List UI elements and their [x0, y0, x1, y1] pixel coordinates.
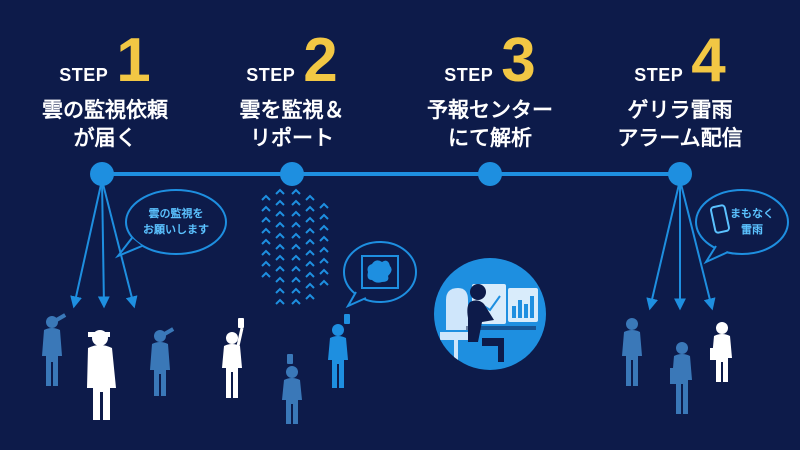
chevron-up-icon	[305, 282, 315, 289]
step-1-title-line1: 雲の監視依頼	[42, 98, 168, 122]
chevron-up-icon	[291, 287, 301, 294]
chevron-up-icon	[291, 254, 301, 261]
chevron-up-icon	[305, 260, 315, 267]
step-3-title-line1: 予報センター	[427, 98, 553, 122]
request-bubble-line1: 雲の監視を	[148, 207, 204, 220]
step-4-title-line1: ゲリラ雷雨	[627, 98, 733, 122]
timeline-node-4	[668, 162, 692, 186]
chevron-up-icon	[305, 238, 315, 245]
chevron-up-icon	[261, 260, 271, 267]
chevron-up-icon	[261, 216, 271, 223]
chevron-up-icon	[291, 221, 301, 228]
chevron-up-icon	[275, 276, 285, 283]
chevron-up-icon	[319, 279, 329, 286]
analyst-monitor-icon	[434, 258, 546, 370]
alert-arrows	[646, 179, 716, 311]
chevron-up-icon	[275, 199, 285, 206]
chevron-up-icon	[305, 194, 315, 201]
chevron-up-icon	[305, 216, 315, 223]
chevron-up-icon	[319, 268, 329, 275]
chevron-up-icon	[275, 188, 285, 195]
chevron-up-icon	[291, 276, 301, 283]
report-chevrons	[261, 188, 329, 305]
request-bubble-line2: お願いします	[143, 223, 209, 236]
step-3-title-line2: にて解析	[448, 126, 532, 150]
people-receiving-alert	[622, 318, 732, 414]
chevron-up-icon	[305, 249, 315, 256]
step-1: STEP 1 雲の監視依頼 が届く	[5, 28, 205, 152]
timeline-node-3	[478, 162, 502, 186]
step-4-label: STEP	[634, 65, 684, 85]
chevron-up-icon	[261, 271, 271, 278]
timeline-node-2	[280, 162, 304, 186]
chevron-up-icon	[305, 227, 315, 234]
step-2: STEP 2 雲を監視＆ リポート	[192, 28, 392, 152]
chevron-up-icon	[261, 194, 271, 201]
step-2-label: STEP	[246, 65, 296, 85]
step-1-number: 1	[116, 26, 151, 95]
chevron-up-icon	[319, 235, 329, 242]
alert-bubble-line1: まもなく	[730, 207, 774, 220]
step-3-number: 3	[501, 26, 536, 95]
step-2-title-line2: リポート	[250, 126, 334, 150]
chevron-up-icon	[319, 257, 329, 264]
chevron-up-icon	[319, 213, 329, 220]
chevron-up-icon	[275, 265, 285, 272]
step-3-label: STEP	[444, 65, 494, 85]
step-3: STEP 3 予報センター にて解析	[390, 28, 590, 152]
cloud-photo-icon	[361, 255, 399, 289]
chevron-up-icon	[305, 205, 315, 212]
chevron-up-icon	[291, 298, 301, 305]
chevron-up-icon	[261, 227, 271, 234]
step-4: STEP 4 ゲリラ雷雨 アラーム配信	[580, 28, 780, 152]
chevron-up-icon	[305, 271, 315, 278]
request-speech-bubble	[114, 189, 227, 259]
chevron-up-icon	[275, 232, 285, 239]
phone-icon	[287, 354, 293, 364]
people-requesting	[42, 313, 175, 420]
step-2-title-line1: 雲を監視＆	[239, 98, 345, 122]
chevron-up-icon	[275, 210, 285, 217]
chevron-up-icon	[275, 243, 285, 250]
step-4-title-line2: アラーム配信	[617, 126, 743, 150]
timeline-node-1	[90, 162, 114, 186]
chevron-up-icon	[275, 221, 285, 228]
chevron-up-icon	[319, 202, 329, 209]
chevron-up-icon	[275, 287, 285, 294]
chevron-up-icon	[275, 254, 285, 261]
chevron-up-icon	[275, 298, 285, 305]
chevron-up-icon	[261, 238, 271, 245]
chevron-up-icon	[291, 265, 301, 272]
chevron-up-icon	[291, 199, 301, 206]
chevron-up-icon	[291, 232, 301, 239]
phone-icon	[710, 204, 730, 234]
alert-bubble-line2: 雷雨	[741, 223, 763, 236]
phone-icon	[344, 314, 350, 324]
step-1-title-line2: が届く	[73, 126, 137, 150]
alert-speech-bubble	[695, 189, 789, 265]
chevron-up-icon	[319, 224, 329, 231]
cloud-photo-bubble	[343, 241, 417, 309]
chevron-up-icon	[291, 243, 301, 250]
chevron-up-icon	[261, 205, 271, 212]
chevron-up-icon	[261, 249, 271, 256]
chevron-up-icon	[319, 246, 329, 253]
chevron-up-icon	[305, 293, 315, 300]
phone-icon	[238, 318, 244, 328]
chevron-up-icon	[291, 188, 301, 195]
request-bubble-text: 雲の監視を お願いします	[132, 206, 220, 238]
step-1-label: STEP	[59, 65, 109, 85]
alert-bubble-text: まもなく 雷雨	[726, 206, 778, 238]
people-reporting	[222, 314, 350, 424]
step-4-number: 4	[691, 26, 726, 95]
request-arrows	[70, 179, 138, 309]
step-2-number: 2	[303, 26, 338, 95]
chevron-up-icon	[291, 210, 301, 217]
